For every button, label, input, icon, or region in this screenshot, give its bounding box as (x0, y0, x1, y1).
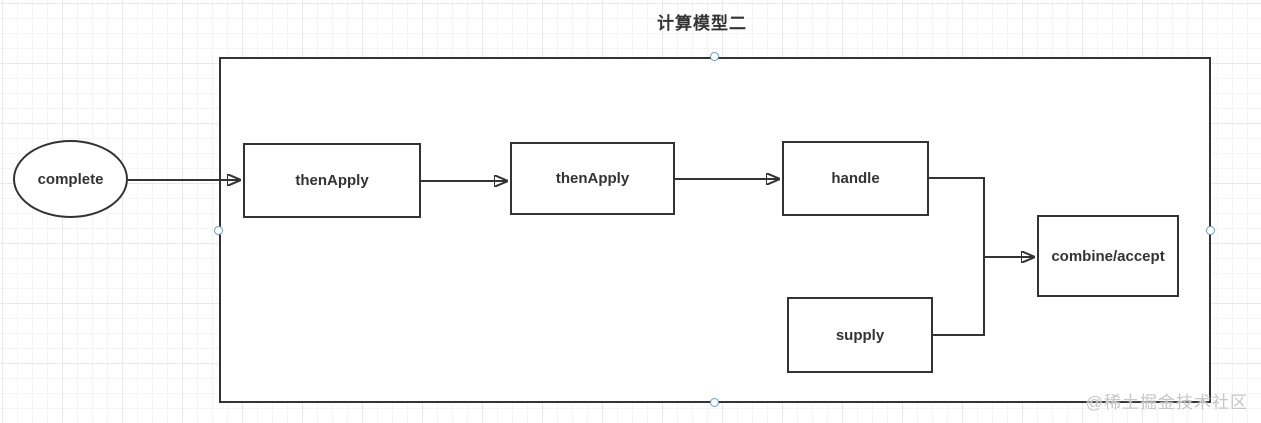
node-then-apply-1-label: thenApply (295, 172, 369, 189)
connection-handle-bottom[interactable] (710, 398, 719, 407)
node-handle[interactable]: handle (782, 141, 929, 216)
node-supply[interactable]: supply (787, 297, 933, 373)
connection-handle-right[interactable] (1206, 226, 1215, 235)
diagram-title[interactable]: 计算模型二 (657, 14, 747, 33)
node-complete[interactable]: complete (13, 140, 128, 218)
node-combine-accept[interactable]: combine/accept (1037, 215, 1179, 297)
node-then-apply-2[interactable]: thenApply (510, 142, 675, 215)
connection-handle-left[interactable] (214, 226, 223, 235)
edge-handle-to-combine[interactable] (929, 177, 1034, 257)
connection-handle-top[interactable] (710, 52, 719, 61)
node-complete-label: complete (37, 170, 104, 188)
watermark: @稀土掘金技术社区 (1085, 393, 1248, 412)
edge-supply-to-combine[interactable] (933, 258, 985, 336)
node-then-apply-2-label: thenApply (555, 170, 630, 187)
node-combine-accept-label: combine/accept (1051, 247, 1165, 265)
node-handle-label: handle (831, 170, 880, 187)
node-supply-label: supply (835, 326, 885, 344)
node-then-apply-1[interactable]: thenApply (243, 143, 421, 218)
